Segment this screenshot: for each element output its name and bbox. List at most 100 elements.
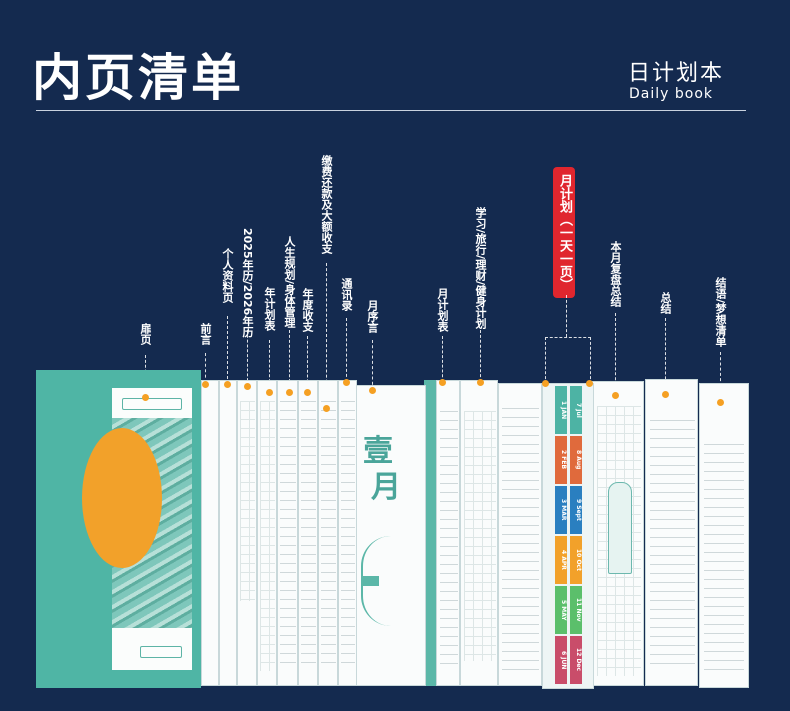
month-tab: 9 Sept [570, 486, 582, 534]
daily-plan-bracket [545, 337, 591, 384]
marker-dot [142, 394, 149, 401]
month-tab: 7 Jul [570, 386, 582, 434]
page-month-review [592, 381, 644, 686]
label-epilogue: 结语/梦想清单 [714, 277, 727, 348]
marker-dot [717, 399, 724, 406]
month-tab: 8 Aug [570, 436, 582, 484]
leader-line [480, 330, 481, 382]
month-tab: 6 JUN [555, 636, 567, 684]
month-tab: 4 APR [555, 536, 567, 584]
page-personal-info [219, 380, 237, 686]
trophy-illustration [608, 482, 632, 574]
marker-dot [612, 392, 619, 399]
marker-dot [202, 381, 209, 388]
header-divider [36, 110, 746, 111]
label-calendar: 2025年历/2026年历 [241, 228, 254, 338]
subtitle-cn: 日计划本 [628, 61, 725, 86]
marker-dot [304, 389, 311, 396]
leader-line [566, 295, 567, 337]
leader-line [442, 336, 443, 382]
page-lines [341, 401, 355, 671]
page-daily-plan: 1 JAN 2 FEB 3 MAR 4 APR 5 MAY 6 JUN 7 Jul 8 Au… [542, 383, 594, 689]
label-month-preface: 月序言 [366, 300, 379, 333]
month-tab: 11 Nov [570, 586, 582, 634]
flyleaf-inner [82, 388, 192, 670]
label-preface: 前言 [199, 323, 212, 345]
label-daily-plan: 月计划（一天一页） [553, 167, 575, 298]
label-month-plan-table: 月计划表 [436, 288, 449, 332]
page-calendar [237, 380, 257, 686]
marker-dot [343, 379, 350, 386]
month-tab: 10 Oct [570, 536, 582, 584]
page-travel-plan [460, 380, 498, 686]
page-month-preface: 壹 月 [356, 385, 426, 686]
label-life-plan: 人生规划/身体管理 [283, 236, 296, 329]
marker-dot [662, 391, 669, 398]
label-personal-info: 个人资料页 [221, 248, 234, 303]
month-tab: 2 FEB [555, 436, 567, 484]
label-summary: 总结 [659, 292, 672, 314]
label-payments: 缴费还款及大额收支 [320, 155, 333, 254]
flyleaf-title-frame [122, 398, 182, 410]
leader-line [326, 263, 327, 408]
label-flyleaf: 扉页 [139, 323, 152, 345]
page-preface [201, 380, 219, 686]
month-tab: 5 MAY [555, 586, 567, 634]
page-month-tab-strip [424, 380, 436, 686]
leader-line [615, 313, 616, 395]
page-annual-budget [298, 380, 318, 686]
page-lines [321, 401, 336, 671]
page-year-plan [257, 380, 277, 686]
month-tab: 12 Dec [570, 636, 582, 684]
page-lines [440, 411, 458, 671]
month-tab: 3 MAR [555, 486, 567, 534]
marker-dot [244, 383, 251, 390]
month-number-char: 壹 [363, 434, 393, 469]
leader-line [247, 330, 248, 386]
mind-map-node [361, 576, 379, 586]
label-month-review: 本月复盘总结 [609, 241, 622, 307]
orange-shape [82, 428, 162, 568]
page-grid [260, 401, 275, 671]
page-lines [301, 401, 316, 671]
page-flyleaf [36, 370, 201, 688]
label-contacts: 通讯录 [340, 278, 353, 311]
page-grid [240, 401, 255, 601]
page-title: 内页清单 [32, 49, 244, 107]
label-study-travel: 学习/旅行/理财/健身计划 [474, 207, 487, 330]
page-epilogue [699, 383, 749, 688]
month-char: 月 [371, 470, 401, 505]
leader-line [346, 318, 347, 382]
leader-line [227, 316, 228, 384]
page-payments [318, 380, 338, 686]
page-grid [464, 411, 496, 661]
marker-dot [266, 389, 273, 396]
page-lines [704, 444, 744, 674]
page-summary [645, 379, 698, 686]
leader-line [307, 336, 308, 392]
label-year-plan: 年计划表 [263, 287, 276, 331]
leader-line [289, 330, 290, 392]
subtitle-en: Daily book [629, 86, 713, 102]
page-study-plan [498, 383, 542, 686]
page-month-plan-table [436, 380, 460, 686]
marker-dot [369, 387, 376, 394]
marker-dot [439, 379, 446, 386]
marker-dot [477, 379, 484, 386]
leader-line [205, 353, 206, 383]
leader-line [720, 352, 721, 402]
marker-dot [224, 381, 231, 388]
leader-line [269, 340, 270, 392]
page-life-plan [277, 380, 298, 686]
marker-dot [323, 405, 330, 412]
marker-dot [286, 389, 293, 396]
page-lines [280, 401, 296, 671]
leader-line [665, 318, 666, 394]
marker-dot [586, 380, 593, 387]
leader-line [372, 340, 373, 390]
flyleaf-footer-frame [140, 646, 182, 658]
label-annual-budget: 年度收支 [301, 288, 314, 332]
page-lines [502, 408, 539, 678]
page-contacts [338, 380, 357, 686]
month-tab: 1 JAN [555, 386, 567, 434]
